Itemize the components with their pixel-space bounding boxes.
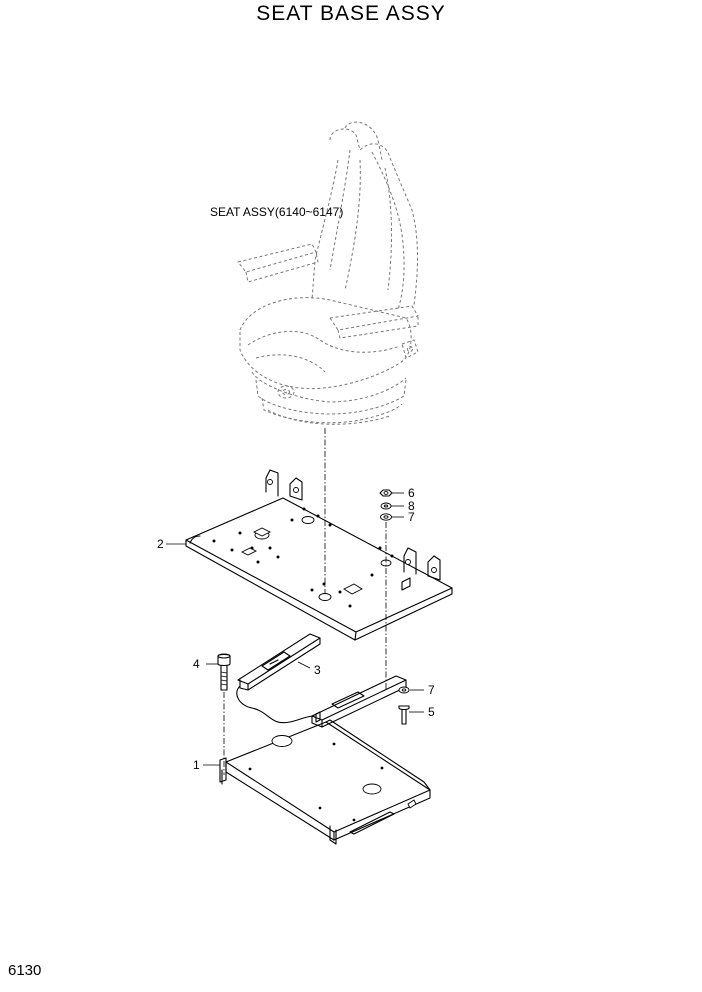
seat-assy-label: SEAT ASSY(6140~6147): [210, 205, 343, 219]
diagram-title: SEAT BASE ASSY: [256, 2, 446, 25]
washer-and-bolt-lower: [398, 686, 410, 725]
callout-4: 4: [193, 657, 200, 671]
callout-3: 3: [314, 663, 321, 677]
leader-lines: [166, 492, 424, 766]
lower-mounting-plate: [219, 719, 431, 845]
callout-7-lower: 7: [428, 683, 435, 697]
hardware-stack: [379, 489, 393, 521]
page-number: 6130: [8, 962, 42, 979]
callout-7-upper: 7: [408, 510, 415, 524]
callout-8: 8: [408, 499, 415, 513]
callout-5: 5: [428, 705, 435, 719]
slide-rail-left: [237, 633, 321, 691]
seat-assembly-phantom: [237, 121, 419, 425]
callout-6: 6: [408, 486, 415, 500]
cap-screw-4: [217, 653, 231, 691]
callout-1: 1: [193, 758, 200, 772]
seat-base-plate: [185, 469, 453, 641]
slide-rail-right: [236, 675, 407, 728]
callout-2: 2: [157, 537, 164, 551]
